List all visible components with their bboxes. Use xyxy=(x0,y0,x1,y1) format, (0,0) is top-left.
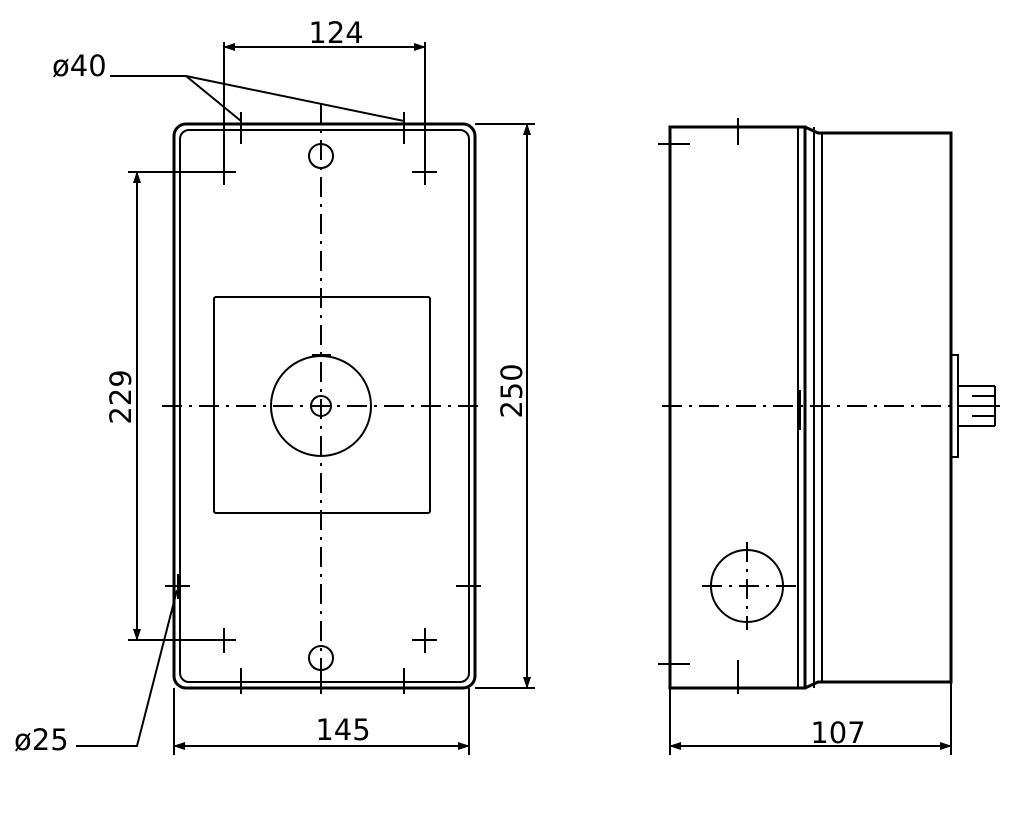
front-view: 124 ø40 229 250 145 xyxy=(14,16,535,757)
dim-250-label: 250 xyxy=(495,363,529,418)
dim-124: 124 xyxy=(223,16,426,160)
dim-229-label: 229 xyxy=(104,369,138,424)
leader-o40: ø40 xyxy=(52,49,405,122)
rotary-switch-key xyxy=(312,354,331,357)
top-screw-hole xyxy=(308,143,334,169)
dim-107-label: 107 xyxy=(810,716,865,750)
dim-145-label: 145 xyxy=(315,713,370,747)
side-knob-shaft xyxy=(958,385,996,427)
side-view: 107 xyxy=(658,118,1000,755)
dim-o40-label: ø40 xyxy=(52,49,107,83)
side-base xyxy=(804,125,953,690)
side-hole-markers xyxy=(658,118,801,694)
side-lid xyxy=(668,125,807,690)
switch-shaft xyxy=(310,395,332,417)
dim-229: 229 xyxy=(104,171,224,641)
dim-o25-label: ø25 xyxy=(14,723,69,757)
switch-plate xyxy=(213,296,431,514)
dim-145: 145 xyxy=(173,688,470,755)
dim-124-label: 124 xyxy=(308,16,363,50)
mounting-hole-markers xyxy=(165,112,481,694)
dim-250: 250 xyxy=(475,123,535,689)
leader-o25: ø25 xyxy=(14,589,178,757)
dim-107: 107 xyxy=(669,682,952,755)
